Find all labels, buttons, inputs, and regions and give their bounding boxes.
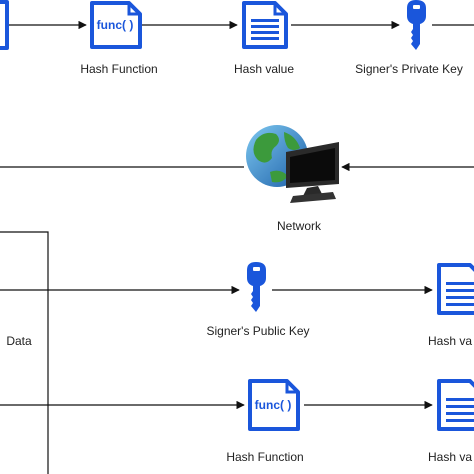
private-key-label: Signer's Private Key (355, 62, 463, 76)
monitor-icon (286, 142, 339, 203)
function-icon: func( ) (248, 379, 300, 431)
hash-function-label: Hash Function (80, 62, 158, 76)
function-icon-label: func( ) (97, 18, 134, 32)
key-icon (407, 0, 426, 50)
document-icon (437, 263, 474, 315)
public-key-label: Signer's Public Key (206, 324, 310, 338)
document-icon (437, 379, 474, 431)
data-label: Data (6, 334, 32, 348)
hash-value-label: Hash value (233, 62, 295, 76)
data-box (0, 231, 49, 474)
function-icon-label: func( ) (255, 398, 292, 412)
function-icon: func( ) (90, 1, 142, 49)
hash-value-mid-label: Hash va (427, 334, 473, 348)
document-icon (0, 0, 9, 50)
document-icon (242, 1, 288, 49)
network-icon (246, 125, 339, 203)
key-icon (247, 262, 266, 312)
network-label: Network (276, 219, 322, 233)
hash-value-bottom-label: Hash va (427, 450, 473, 464)
hash-function-bottom-label: Hash Function (226, 450, 304, 464)
